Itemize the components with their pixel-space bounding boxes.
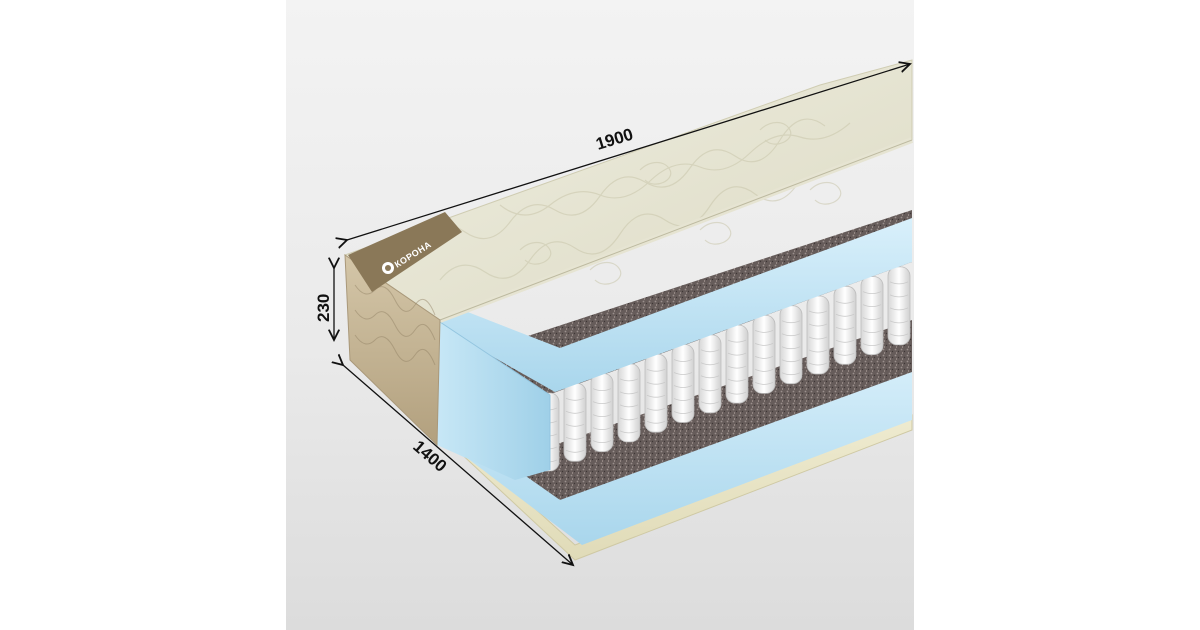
spring-pocket <box>725 324 749 404</box>
spring-pocket <box>779 305 803 385</box>
spring-pocket <box>887 266 911 346</box>
spring-pocket <box>698 334 722 414</box>
dimension-length-label: 1900 <box>594 125 636 154</box>
spring-pocket <box>671 344 695 423</box>
spring-pocket <box>752 314 776 394</box>
spring-pocket <box>860 276 884 356</box>
upper-foam-layer <box>437 218 912 392</box>
dimension-height: 230 <box>314 268 334 340</box>
dimension-height-label: 230 <box>314 294 333 322</box>
spring-pocket <box>806 295 830 375</box>
spring-pocket <box>563 382 587 462</box>
spring-pocket <box>644 353 668 433</box>
spring-pocket <box>833 285 857 365</box>
spring-pocket <box>617 363 641 443</box>
spring-pocket <box>590 373 614 453</box>
